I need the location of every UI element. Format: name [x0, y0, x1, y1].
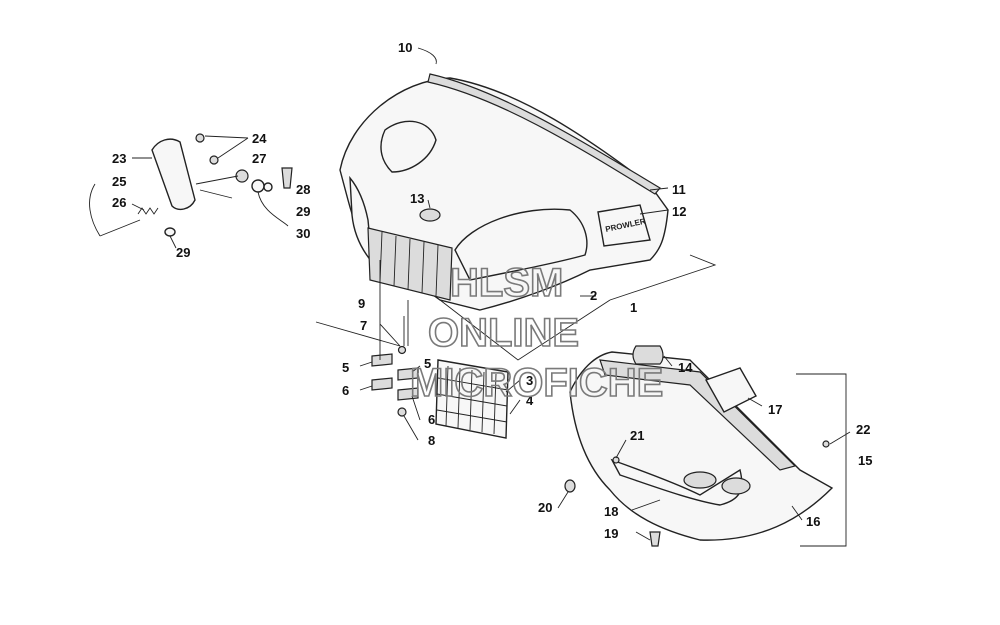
watermark-line-1: HLSM	[450, 261, 563, 305]
callout-5-right: 5	[424, 356, 431, 371]
callout-15: 15	[858, 453, 872, 468]
callout-13: 13	[410, 191, 424, 206]
callout-8: 8	[428, 433, 435, 448]
callout-2: 2	[590, 288, 597, 303]
callout-25: 25	[112, 174, 126, 189]
callout-19: 19	[604, 526, 618, 541]
callout-labels: 1 2 3 4 5 5 6 6 7 8 9 10 11 12 13 14 15 …	[112, 40, 872, 541]
emblem-icon	[419, 208, 441, 222]
callout-11: 11	[672, 182, 686, 197]
callout-12: 12	[672, 204, 686, 219]
watermark: HLSM ONLINE MICROFICHE	[409, 260, 664, 406]
callout-18: 18	[604, 504, 618, 519]
callout-6-left: 6	[342, 383, 349, 398]
callout-4: 4	[526, 393, 534, 408]
callout-3: 3	[526, 373, 533, 388]
left-hardware-group	[89, 133, 293, 249]
hood-grille	[367, 227, 453, 301]
callout-23: 23	[112, 151, 126, 166]
callout-5-left: 5	[342, 360, 349, 375]
callout-1: 1	[630, 300, 637, 315]
callout-17: 17	[768, 402, 782, 417]
callout-22: 22	[856, 422, 870, 437]
callout-21: 21	[630, 428, 644, 443]
callout-14: 14	[678, 360, 693, 375]
callout-16: 16	[806, 514, 820, 529]
callout-20: 20	[538, 500, 552, 515]
callout-26: 26	[112, 195, 126, 210]
callout-9: 9	[358, 296, 365, 311]
callout-28: 28	[296, 182, 310, 197]
callout-24: 24	[252, 131, 267, 146]
grille-mount-group	[315, 260, 596, 441]
callout-29-right: 29	[296, 204, 310, 219]
hood-assembly: PROWLER	[339, 73, 717, 361]
callout-29-lower: 29	[176, 245, 190, 260]
callout-7: 7	[360, 318, 367, 333]
watermark-line-3: MICROFICHE	[410, 361, 663, 405]
callout-30: 30	[296, 226, 310, 241]
callout-6-right: 6	[428, 412, 435, 427]
watermark-line-2: ONLINE	[428, 311, 579, 355]
storage-bin-assembly	[417, 47, 851, 547]
callout-27: 27	[252, 151, 266, 166]
callout-10: 10	[398, 40, 412, 55]
